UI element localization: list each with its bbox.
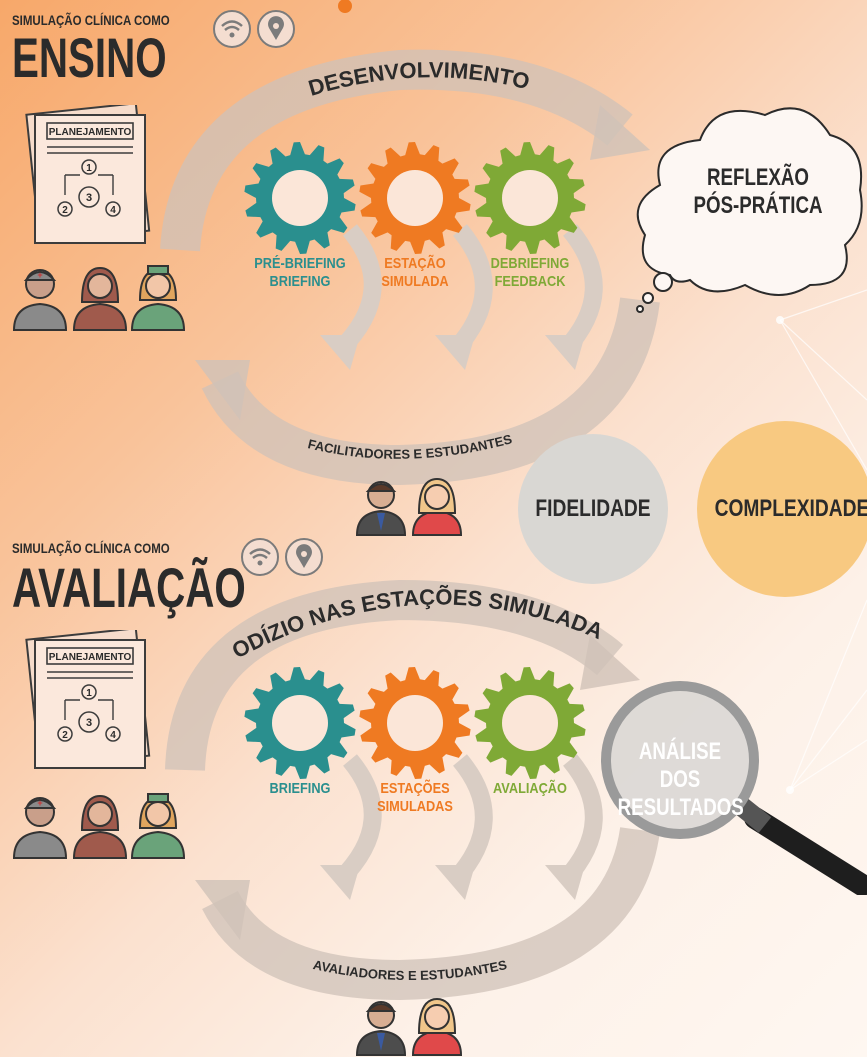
bottom-icons (241, 538, 323, 576)
gear-label-2-line2: SIMULADA (381, 273, 449, 290)
gear-label-1-line1: PRÉ-BRIEFING (254, 255, 346, 272)
svg-text:3: 3 (86, 717, 92, 729)
location-pin-icon (285, 538, 323, 576)
svg-text:4: 4 (110, 730, 116, 741)
magnifier-line2: RESULTADOS (617, 794, 744, 821)
complexity-label: COMPLEXIDADE (714, 495, 867, 522)
top-health-team-icon: + (12, 265, 186, 331)
top-prefix: SIMULAÇÃO CLÍNICA COMO (12, 12, 170, 28)
bottom-planning-label: PLANEJAMENTO (49, 652, 132, 663)
female-nurse-icon (72, 266, 128, 331)
eval-gear-label-3: AVALIAÇÃO (493, 780, 567, 797)
top-planning-label: PLANEJAMENTO (49, 127, 132, 138)
svg-text:2: 2 (62, 205, 68, 216)
female-nurse-icon (72, 794, 128, 859)
gear-green-icon (474, 142, 586, 254)
top-planning-document: PLANEJAMENTO 1 3 2 4 (25, 105, 151, 244)
svg-text:+: + (37, 270, 42, 280)
top-icons (213, 10, 295, 48)
fidelity-label: FIDELIDADE (535, 495, 651, 522)
magnifier-icon (601, 681, 867, 895)
cloud-line2: PÓS-PRÁTICA (693, 192, 823, 219)
gear-teal-icon (244, 142, 356, 254)
woman-icon (411, 477, 463, 536)
wifi-icon (241, 538, 279, 576)
svg-text:3: 3 (86, 192, 92, 204)
woman-icon (411, 997, 463, 1056)
nurse-icon (130, 793, 186, 859)
gear-green-icon (474, 667, 586, 779)
svg-text:1: 1 (86, 163, 92, 174)
gear-teal-icon (244, 667, 356, 779)
bottom-arc-top-label: RODÍZIO NAS ESTAÇÕES SIMULADAS (0, 0, 607, 663)
gear-orange-icon (359, 667, 471, 779)
eval-gear-label-2-line2: SIMULADAS (377, 798, 453, 815)
bottom-gear-labels: BRIEFING ESTAÇÕES SIMULADAS AVALIAÇÃO (240, 780, 600, 830)
magnifier-line1: ANÁLISE DOS (638, 738, 722, 793)
top-title: ENSINO (12, 26, 167, 89)
gear-label-3-line2: FEEDBACK (494, 273, 566, 290)
bottom-prefix: SIMULAÇÃO CLÍNICA COMO (12, 540, 170, 556)
gear-label-3-line1: DEBRIEFING (490, 255, 570, 272)
top-facilitator-student-icon (355, 477, 463, 536)
eval-gear-label-1: BRIEFING (269, 780, 331, 797)
gear-label-2-line1: ESTAÇÃO (384, 255, 446, 272)
doctor-icon: + (12, 269, 68, 331)
magnifier-text: ANÁLISE DOS RESULTADOS (617, 738, 744, 822)
location-pin-icon (257, 10, 295, 48)
svg-text:1: 1 (86, 688, 92, 699)
bottom-title: AVALIAÇÃO (12, 556, 246, 619)
eval-gear-label-2-line1: ESTAÇÕES (380, 780, 450, 797)
nurse-icon (130, 265, 186, 331)
cloud-text: REFLEXÃO PÓS-PRÁTICA (688, 164, 828, 220)
complexity-circle (697, 421, 867, 597)
man-icon (355, 481, 407, 536)
cloud-line1: REFLEXÃO (707, 164, 809, 191)
svg-text:2: 2 (62, 730, 68, 741)
decor-dot (338, 0, 352, 13)
man-icon (355, 1001, 407, 1056)
top-gear-labels: PRÉ-BRIEFING BRIEFING ESTAÇÃO SIMULADA D… (240, 255, 600, 305)
svg-text:+: + (37, 798, 42, 808)
doctor-icon: + (12, 797, 68, 859)
wifi-icon (213, 10, 251, 48)
bottom-planning-document: PLANEJAMENTO 1 3 2 4 (25, 630, 151, 769)
bottom-evaluator-student-icon (355, 997, 463, 1056)
bottom-gears (244, 667, 586, 779)
bottom-health-team-icon: + (12, 793, 186, 859)
gear-orange-icon (359, 142, 471, 254)
top-gears (244, 142, 586, 254)
svg-text:4: 4 (110, 205, 116, 216)
fidelity-circle (518, 434, 668, 584)
gear-label-1-line2: BRIEFING (269, 273, 331, 290)
thought-cloud (636, 107, 863, 313)
